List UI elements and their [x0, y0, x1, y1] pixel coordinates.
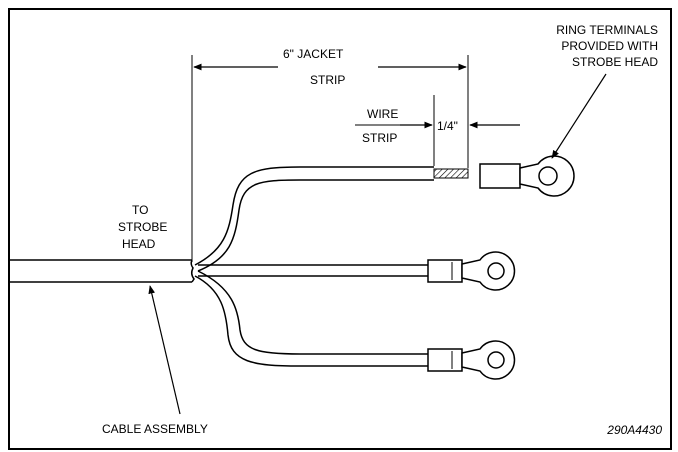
jacket-strip-dimension	[191, 55, 469, 262]
drawing-number: 290A4430	[606, 423, 662, 437]
ring-terminals-label-line2: PROVIDED WITH	[561, 39, 658, 53]
jacket-strip-label-line1: 6" JACKET	[283, 47, 344, 61]
wire-icon	[194, 166, 469, 272]
cable-icon	[10, 259, 195, 283]
wire-strip-label-line1: WIRE	[367, 107, 398, 121]
wire-strip-dimension	[355, 95, 520, 166]
ring-terminal-icon	[427, 251, 516, 291]
arrow-icon	[148, 285, 181, 415]
arrow-icon	[551, 73, 607, 159]
wire-strip-label-line2: STRIP	[362, 131, 397, 145]
jacket-strip-label-line2: STRIP	[310, 73, 345, 87]
diagram-frame	[8, 8, 672, 450]
ring-terminal-icon	[479, 155, 575, 197]
cable-assembly-label: CABLE ASSEMBLY	[102, 422, 208, 436]
wire-icon	[194, 270, 428, 367]
ring-terminals-label-line3: STROBE HEAD	[572, 55, 658, 69]
wire-icon	[198, 264, 428, 277]
to-strobe-head-label-line3: HEAD	[122, 237, 156, 251]
to-strobe-head-label-line2: STROBE	[118, 220, 167, 234]
ring-terminal-icon	[427, 340, 516, 380]
to-strobe-head-label-line1: TO	[132, 203, 148, 217]
quarter-inch-label: 1/4"	[437, 119, 458, 133]
stripped-wire	[433, 168, 469, 179]
ring-terminals-label-line1: RING TERMINALS	[556, 23, 658, 37]
